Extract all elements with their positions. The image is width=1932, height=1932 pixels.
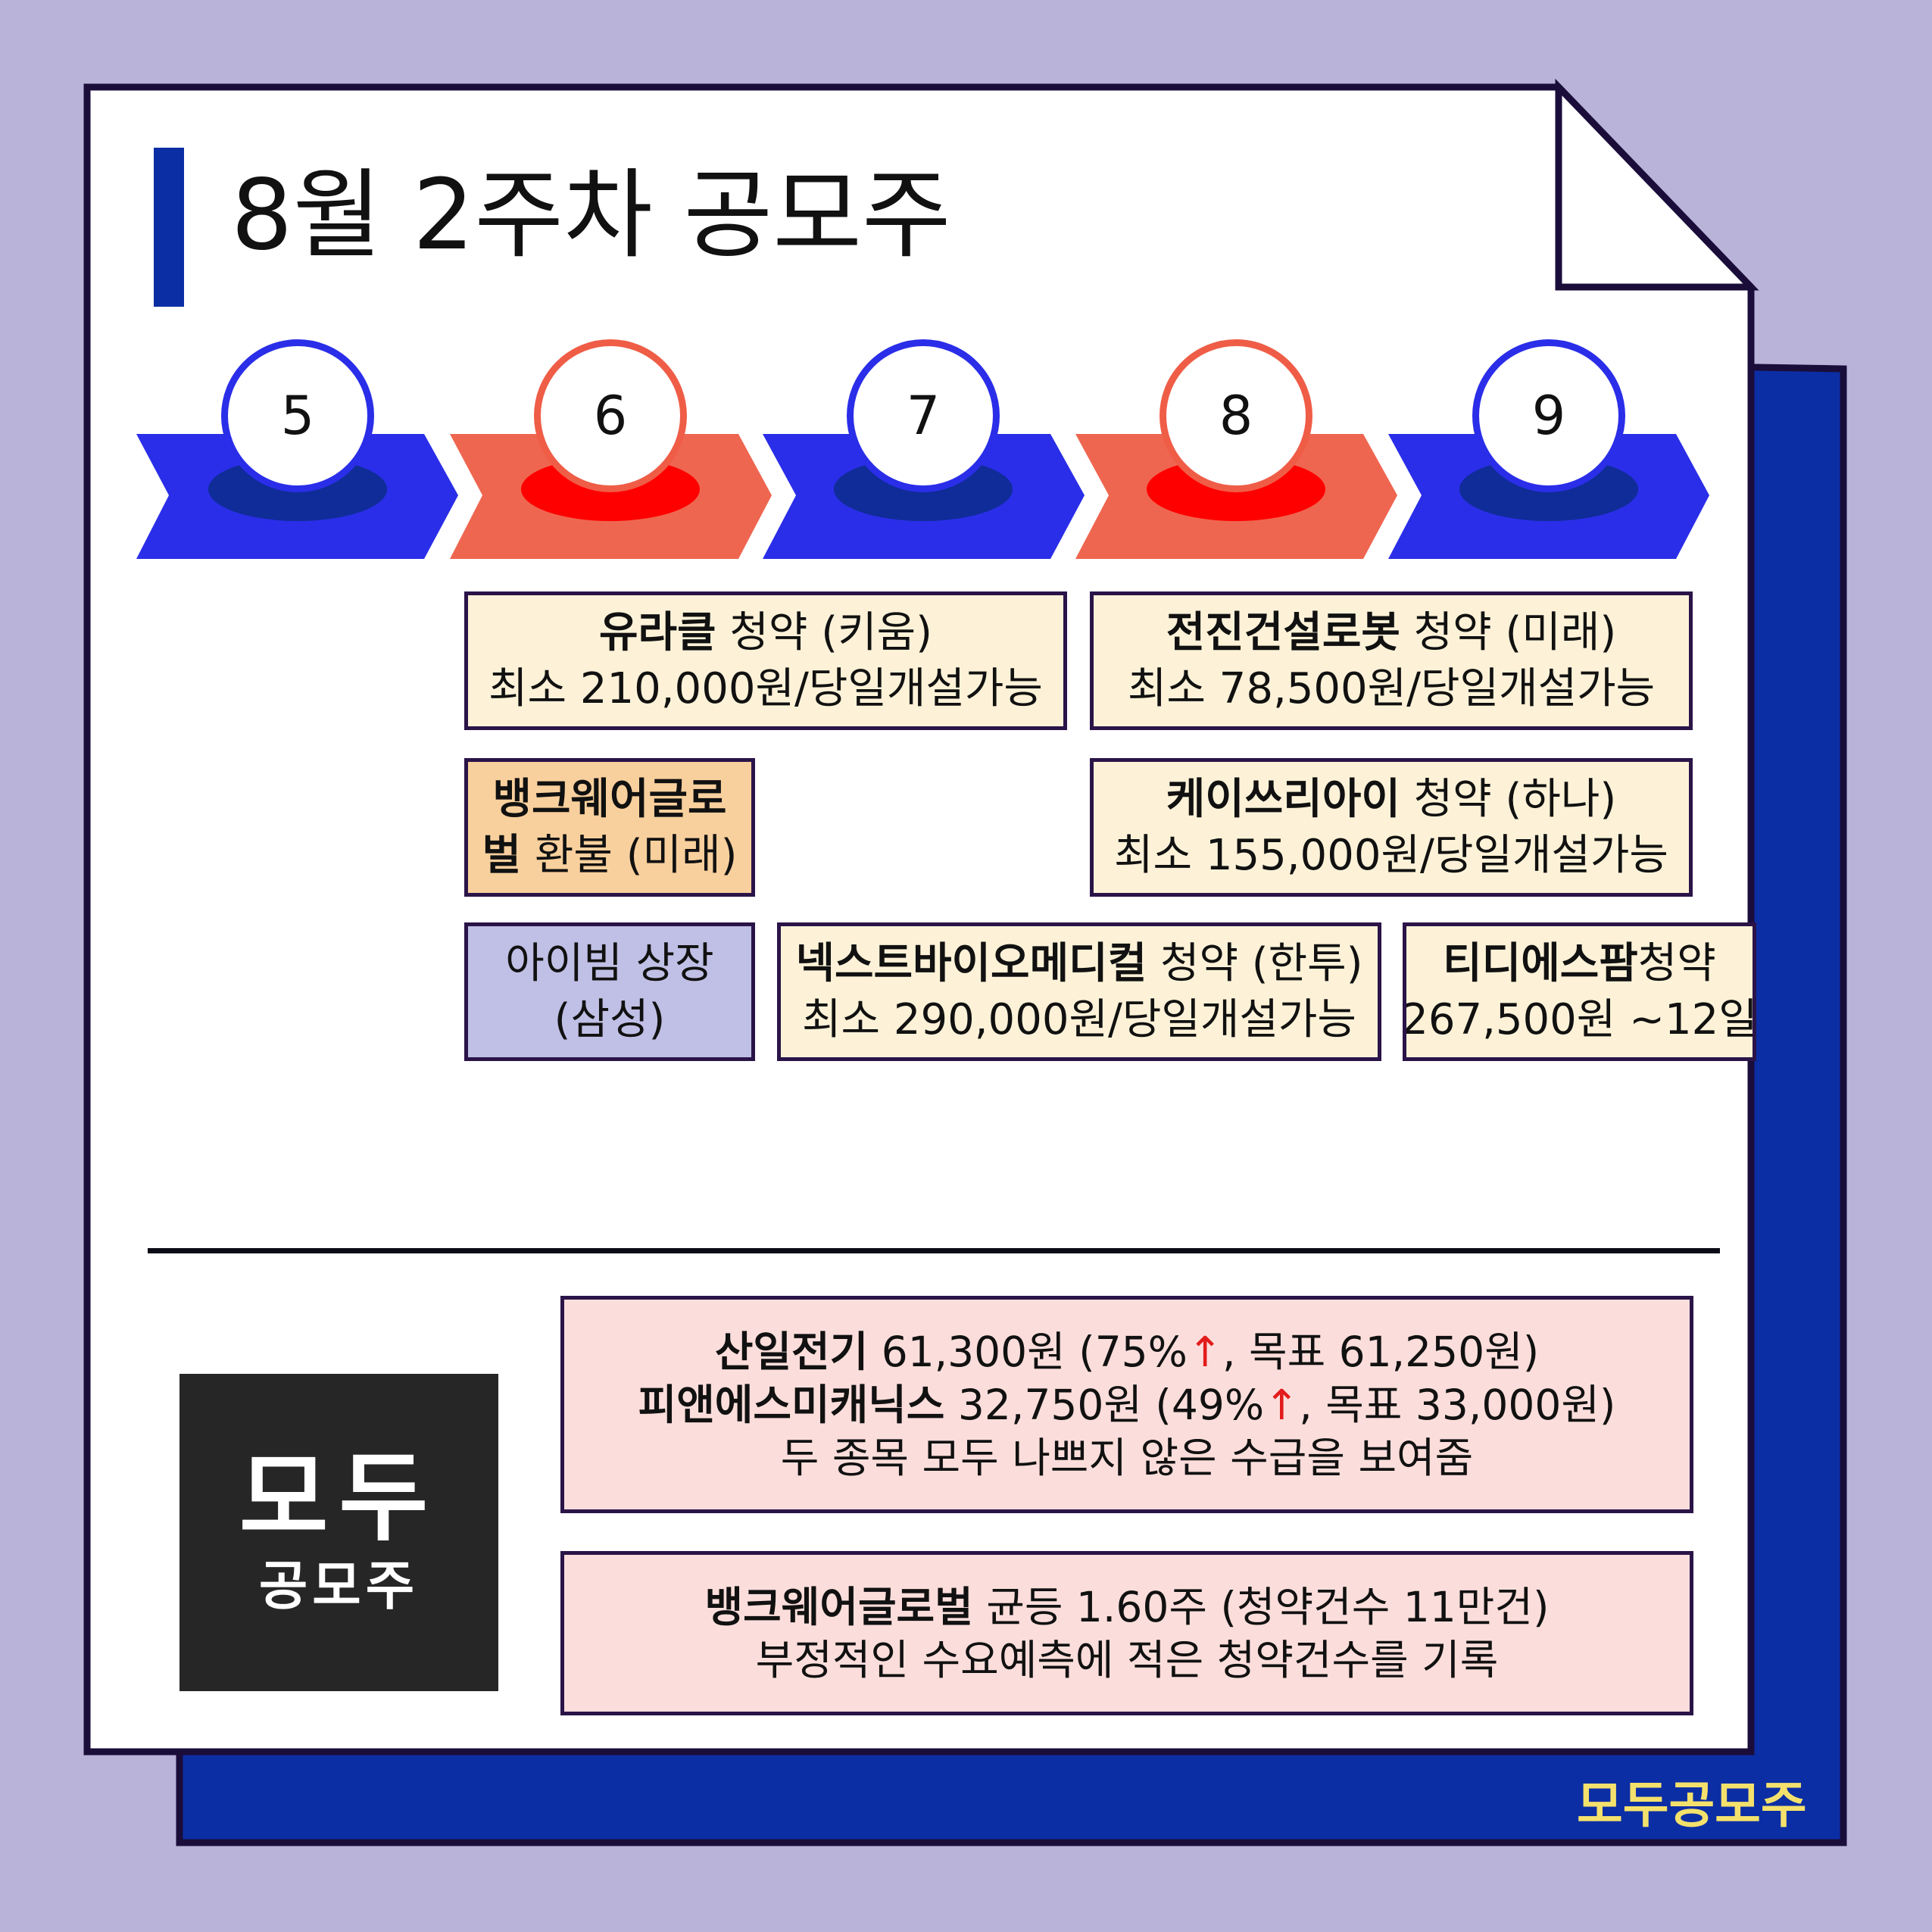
up-arrow-icon: ↑: [1187, 1327, 1223, 1376]
event-name: 티디에스팜: [1443, 938, 1638, 988]
event-name: 넥스트바이오메디컬: [795, 938, 1147, 988]
event-name: 유라클: [599, 607, 716, 657]
day-circle-6: 6: [534, 339, 687, 492]
up-arrow-icon: ↑: [1264, 1380, 1300, 1429]
day-circle-9: 9: [1472, 339, 1625, 492]
title-accent-bar: [154, 148, 184, 307]
page-title: 8월 2주차 공모주: [231, 159, 951, 272]
event-detail: 최소 78,500원/당일개설가능: [1127, 663, 1656, 713]
event-tds-pharm: 티디에스팜청약 267,500원 ~12일: [1403, 922, 1756, 1061]
event-jeonjin: 전진건설로봇 청약 (미래) 최소 78,500원/당일개설가능: [1090, 591, 1693, 730]
event-bankware-refund: 뱅크웨어글로 벌 환불 (미래): [464, 758, 755, 897]
summary-listing-performance: 산일전기 61,300원 (75%↑, 목표 61,250원) 피앤에스미캐닉스…: [560, 1296, 1693, 1513]
event-detail: 최소 210,000원/당일개설가능: [488, 663, 1043, 713]
event-detail: 최소 290,000원/당일개설가능: [802, 994, 1356, 1044]
event-detail: 최소 155,000원/당일개설가능: [1114, 830, 1668, 880]
section-divider: [148, 1248, 1720, 1253]
day-circle-8: 8: [1160, 339, 1312, 492]
event-nextbio: 넥스트바이오메디컬 청약 (한투) 최소 290,000원/당일개설가능: [777, 922, 1381, 1061]
day-circle-5: 5: [221, 339, 374, 492]
event-detail: 267,500원 ~12일: [1403, 994, 1756, 1044]
event-k3i: 케이쓰리아이 청약 (하나) 최소 155,000원/당일개설가능: [1090, 758, 1693, 897]
event-yuracle: 유라클 청약 (키움) 최소 210,000원/당일개설가능: [464, 591, 1067, 730]
summary-bankware-allocation: 뱅크웨어글로벌 균등 1.60주 (청약건수 11만건) 부정적인 수요예측에 …: [560, 1551, 1693, 1715]
event-name: 케이쓰리아이: [1166, 774, 1400, 824]
day-circle-7: 7: [847, 339, 1000, 492]
brand-watermark: 모두공모주: [1577, 1776, 1807, 1834]
event-name: 전진건설로봇: [1166, 607, 1400, 657]
folded-corner: [1555, 78, 1759, 291]
event-ibeam-listing: 아이빔 상장 (삼성): [464, 922, 755, 1061]
modu-logo: 모두 공모주: [179, 1374, 498, 1691]
